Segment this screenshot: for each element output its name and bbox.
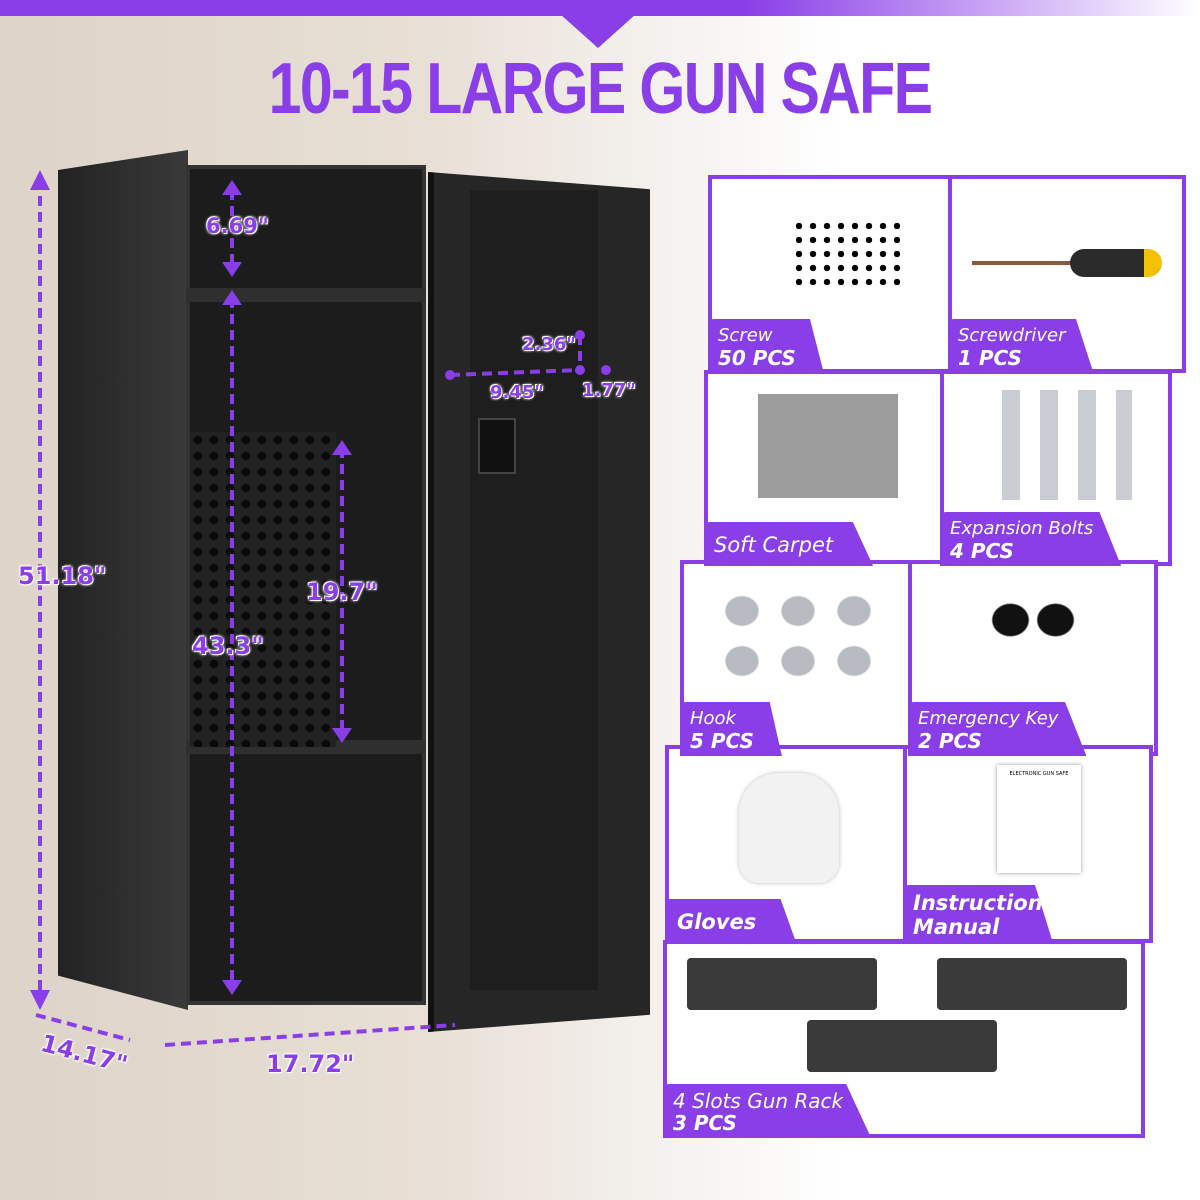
item-name: Hook: [690, 708, 736, 729]
item-qty: 50 PCS: [718, 346, 796, 370]
item-name: Emergency Key: [918, 708, 1059, 729]
item-qty: 2 PCS: [918, 729, 982, 753]
pegboard: [190, 432, 336, 747]
banner-notch: [560, 14, 636, 48]
dim-shelf-depth: 2.36": [522, 334, 576, 355]
item-qty: 4 PCS: [950, 539, 1014, 563]
dim-top-compartment: 6.69": [206, 214, 269, 238]
hooks-icon: [714, 586, 884, 686]
accessory-soft-carpet: Soft Carpet: [704, 370, 944, 566]
dim-width: 17.72": [266, 1050, 355, 1078]
item-tag: Instruction Manual: [903, 885, 1053, 943]
item-name: 4 Slots Gun Rack: [673, 1089, 844, 1113]
item-name: Instruction Manual: [913, 891, 1043, 939]
screwdriver-handle: [1070, 249, 1162, 277]
gun-rack-icon: [937, 958, 1127, 1010]
item-qty: 5 PCS: [690, 729, 754, 753]
dim-door-depth: 1.77": [582, 380, 636, 401]
dim-door-width: 9.45": [490, 382, 544, 403]
gun-rack-icon: [807, 1020, 997, 1072]
item-name: Screwdriver: [958, 325, 1066, 346]
dim-inner-height: 43.3": [192, 632, 264, 660]
keypad: [478, 418, 516, 474]
top-banner: [0, 0, 1200, 16]
gloves-icon: [739, 773, 839, 883]
item-qty: 3 PCS: [673, 1111, 737, 1135]
carpet-icon: [758, 394, 898, 498]
door-panel: [470, 190, 598, 990]
page-title: 10-15 LARGE GUN SAFE: [268, 49, 933, 129]
keys-icon: [988, 600, 1078, 640]
accessory-instruction-manual: ELECTRONIC GUN SAFE Instruction Manual: [903, 745, 1153, 943]
manual-icon: ELECTRONIC GUN SAFE: [997, 765, 1081, 873]
item-name: Gloves: [677, 910, 757, 934]
screws-icon: [792, 219, 902, 289]
item-name: Soft Carpet: [714, 533, 834, 557]
item-qty: 1 PCS: [958, 346, 1022, 370]
screwdriver-icon: [972, 261, 1072, 265]
bolts-icon: [1002, 390, 1132, 500]
accessory-gloves: Gloves: [665, 745, 910, 943]
gun-rack-icon: [687, 958, 877, 1010]
dim-total-height: 51.18": [18, 562, 107, 590]
item-tag: Soft Carpet: [704, 522, 874, 566]
item-name: Expansion Bolts: [950, 518, 1094, 539]
item-name: Screw: [718, 325, 773, 346]
top-shelf: [186, 288, 426, 302]
safe-side: [58, 150, 188, 1010]
item-tag: Gloves: [665, 899, 797, 943]
dim-pegboard-height: 19.7": [306, 578, 378, 606]
